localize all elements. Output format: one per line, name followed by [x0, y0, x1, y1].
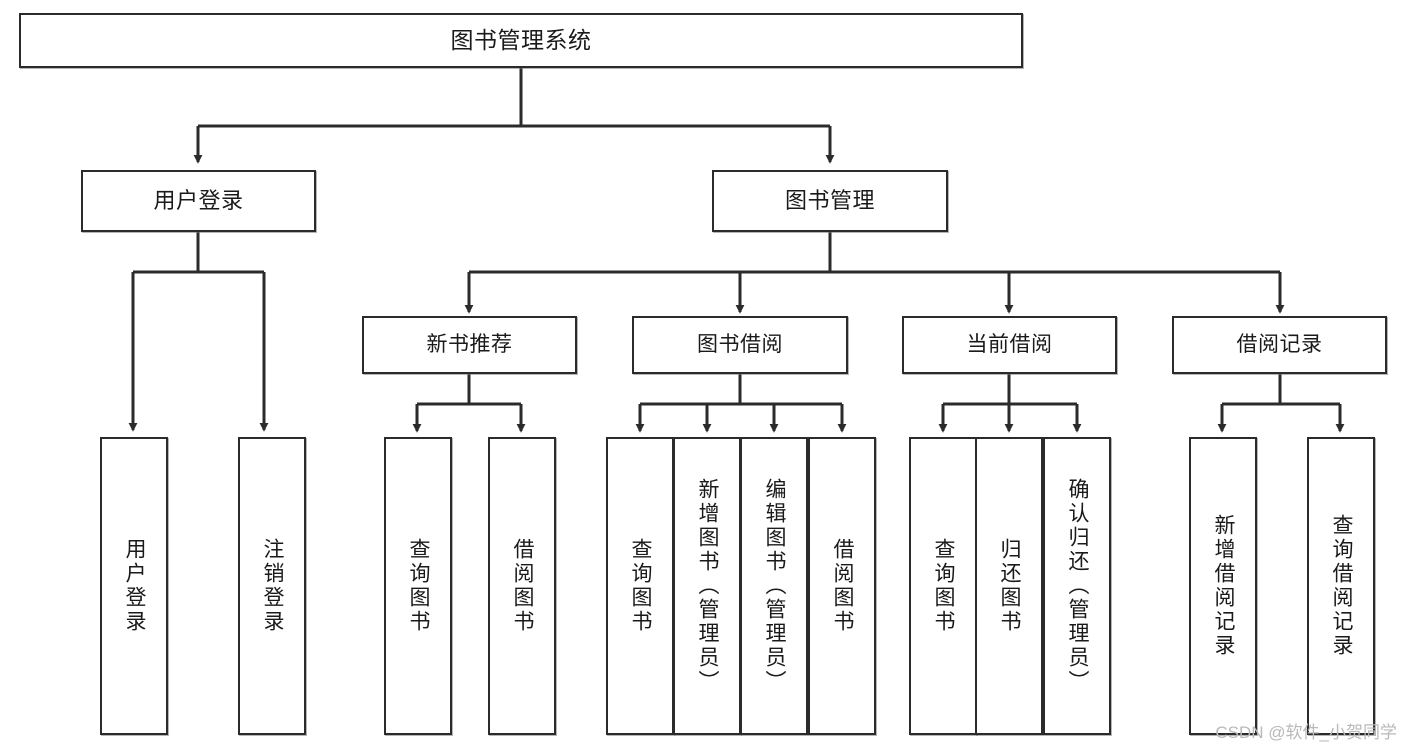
- node-label: 新书推荐: [426, 332, 513, 356]
- node-label: 图书管理: [784, 188, 875, 214]
- leaf-user-login-login[interactable]: 用户登录: [100, 437, 168, 735]
- node-book-management[interactable]: 图书管理: [712, 170, 948, 232]
- node-book-borrow[interactable]: 图书借阅: [632, 316, 848, 374]
- node-borrow-record[interactable]: 借阅记录: [1172, 316, 1387, 374]
- node-label: 当前借阅: [966, 332, 1053, 356]
- node-label: 图书管理系统: [450, 26, 592, 53]
- node-label: 确认归还（管理员）: [1066, 478, 1090, 694]
- node-label: 新增借阅记录: [1212, 514, 1236, 658]
- node-label: 用户登录: [153, 188, 244, 214]
- node-label: 借阅图书: [831, 538, 855, 634]
- node-new-book-recommend[interactable]: 新书推荐: [362, 316, 577, 374]
- node-label: 注销登录: [261, 538, 285, 634]
- node-label: 新增图书（管理员）: [696, 478, 720, 694]
- node-label: 用户登录: [123, 538, 147, 634]
- node-root-system[interactable]: 图书管理系统: [19, 13, 1023, 68]
- node-label: 归还图书: [998, 538, 1022, 634]
- node-label: 图书借阅: [697, 332, 783, 356]
- csdn-watermark: CSDN @软件_小贺同学: [1215, 723, 1397, 742]
- node-label: 查询图书: [407, 538, 431, 634]
- leaf-book-borrow-edit-book[interactable]: 编辑图书（管理员）: [740, 437, 808, 735]
- leaf-new-book-query-book[interactable]: 查询图书: [384, 437, 452, 735]
- node-label: 借阅图书: [511, 538, 535, 634]
- leaf-book-borrow-query-book[interactable]: 查询图书: [606, 437, 674, 735]
- leaf-book-borrow-add-book[interactable]: 新增图书（管理员）: [673, 437, 741, 735]
- leaf-user-login-logout[interactable]: 注销登录: [238, 437, 306, 735]
- leaf-current-borrow-query-book[interactable]: 查询图书: [909, 437, 977, 735]
- leaf-book-borrow-borrow-book[interactable]: 借阅图书: [808, 437, 876, 735]
- leaf-new-book-borrow-book[interactable]: 借阅图书: [488, 437, 556, 735]
- node-label: 编辑图书（管理员）: [763, 478, 787, 694]
- node-current-borrow[interactable]: 当前借阅: [902, 316, 1117, 374]
- node-user-login[interactable]: 用户登录: [81, 170, 316, 232]
- node-label: 查询借阅记录: [1330, 514, 1354, 658]
- node-label: 查询图书: [932, 538, 956, 634]
- leaf-current-borrow-return-book[interactable]: 归还图书: [975, 437, 1043, 735]
- leaf-current-borrow-confirm-return[interactable]: 确认归还（管理员）: [1043, 437, 1111, 735]
- node-label: 查询图书: [629, 538, 653, 634]
- leaf-borrow-record-add-record[interactable]: 新增借阅记录: [1189, 437, 1257, 735]
- leaf-borrow-record-query-record[interactable]: 查询借阅记录: [1307, 437, 1375, 735]
- node-label: 借阅记录: [1236, 332, 1323, 356]
